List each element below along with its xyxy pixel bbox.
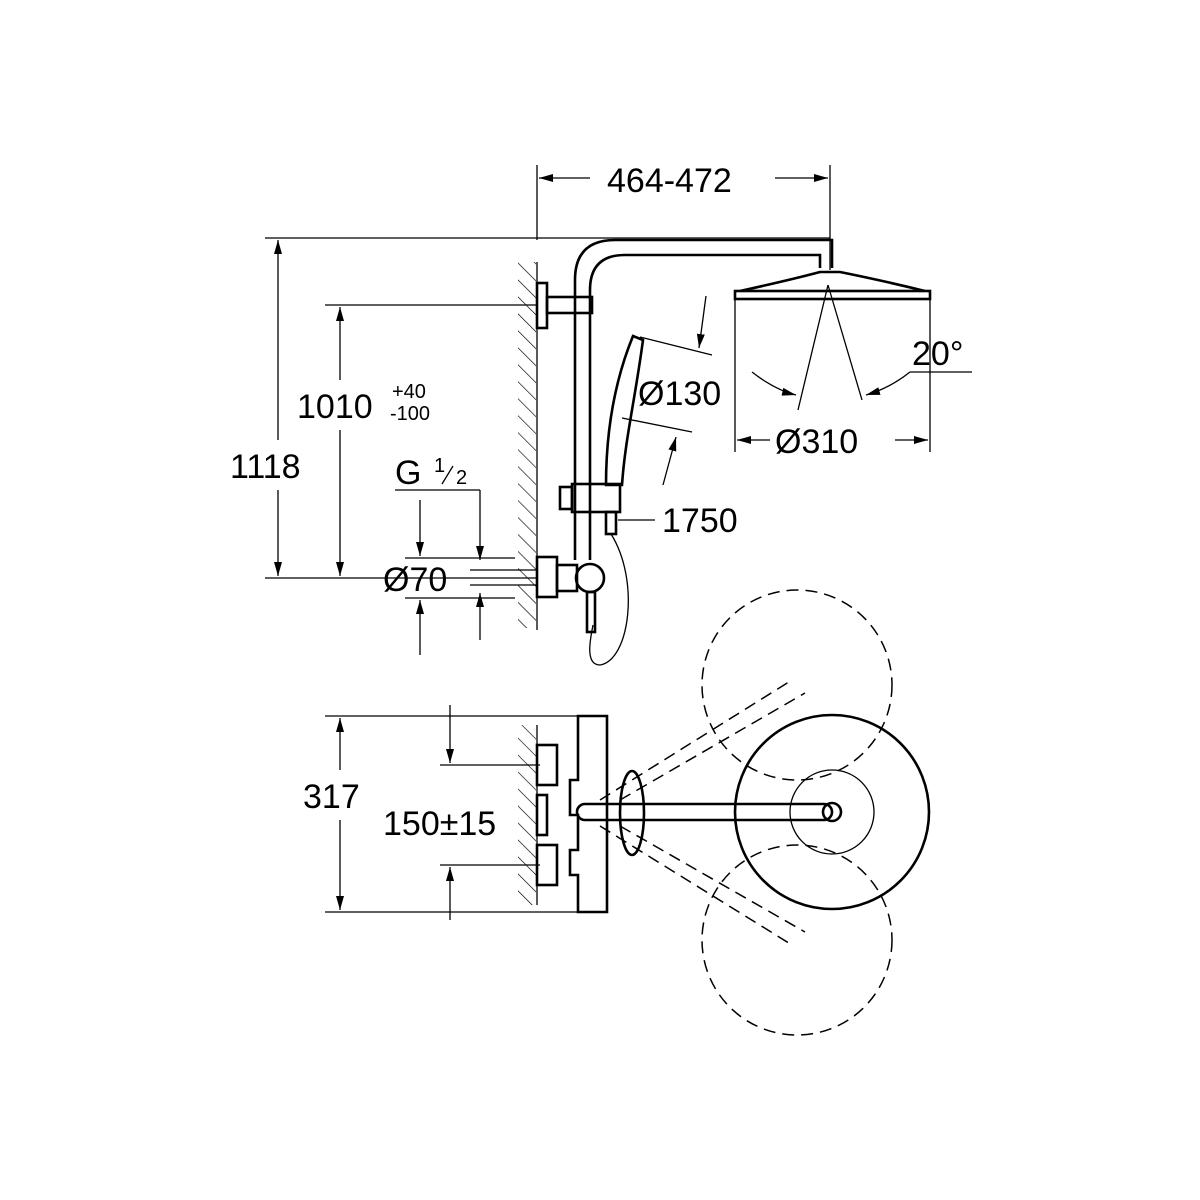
plan-offset-label: 150±15 <box>383 805 496 843</box>
hand-shower <box>604 295 713 487</box>
hand-shower-diameter-label: Ø130 <box>638 375 721 413</box>
wall-elevation <box>518 262 538 630</box>
dimension-lines <box>265 165 831 655</box>
tolerance-minus-label: -100 <box>390 403 430 425</box>
head-shower-diameter-label: Ø310 <box>775 423 858 461</box>
plan-height-label: 317 <box>303 778 360 816</box>
mixer-height-label: 1010 <box>297 388 373 426</box>
shower-column <box>265 237 834 666</box>
head-shower <box>733 270 972 452</box>
thread-numerator: 1 <box>434 455 445 477</box>
mixer-elevation <box>515 555 606 634</box>
tolerance-plus-label: +40 <box>392 381 426 403</box>
thread-denominator: 2 <box>456 467 467 489</box>
total-height-label: 1118 <box>230 448 301 486</box>
plan-view <box>325 589 931 1036</box>
spray-angle-label: 20° <box>912 335 963 373</box>
hose-length-label: 1750 <box>662 502 738 540</box>
flange-diameter-label: Ø70 <box>383 561 447 599</box>
width-dimension-label: 464-472 <box>607 162 732 200</box>
thread-label: G <box>395 454 421 492</box>
